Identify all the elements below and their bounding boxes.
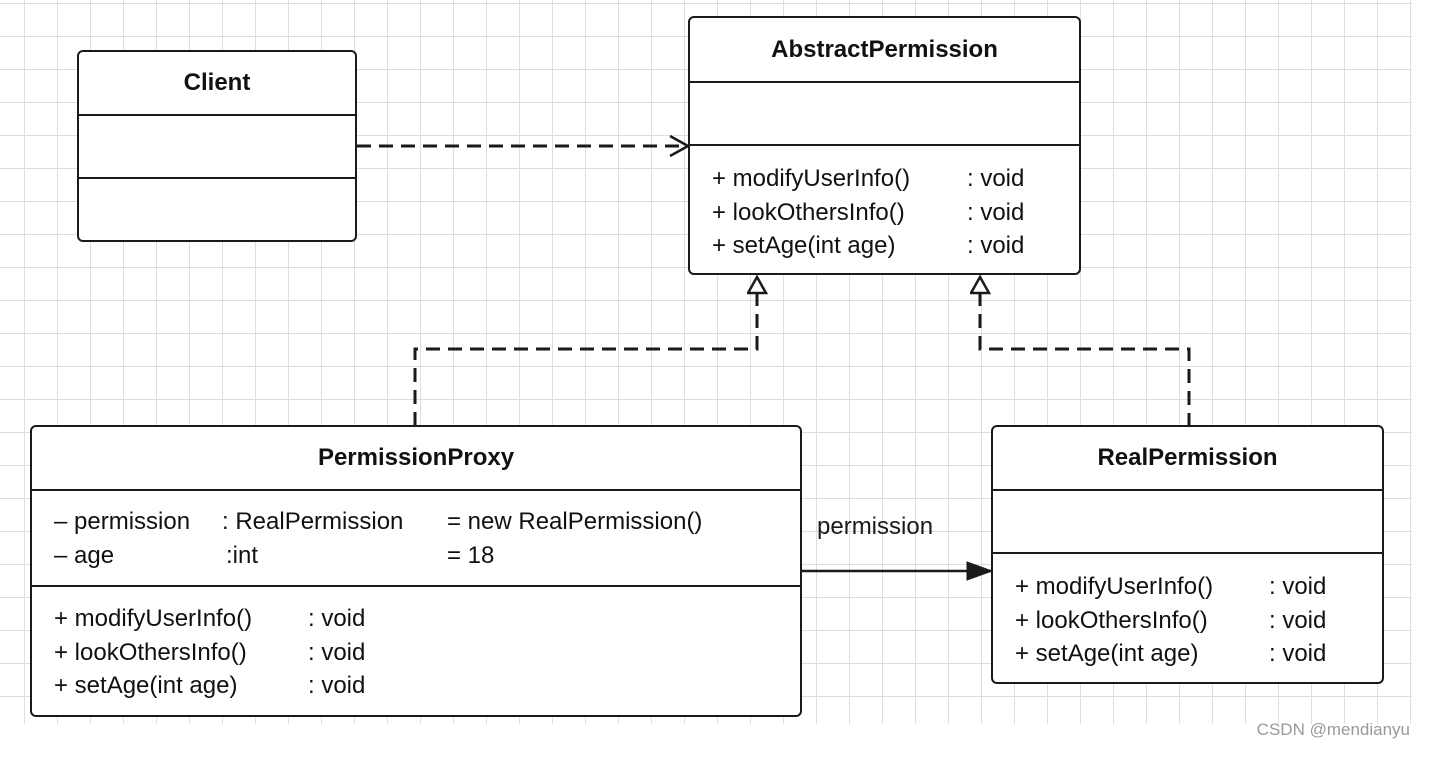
- method-signature: + setAge(int age): [54, 672, 238, 699]
- watermark-text: CSDN @mendianyu: [1256, 720, 1410, 739]
- class-name: Client: [79, 52, 355, 116]
- class-real-permission[interactable]: RealPermission + modifyUserInfo() : void…: [991, 425, 1384, 684]
- method-signature: + lookOthersInfo(): [1015, 606, 1208, 634]
- method-return-type: : void: [308, 605, 366, 632]
- realization-proxy-to-abstractpermission: [413, 277, 757, 426]
- method-row: + setAge(int age) : void: [993, 637, 1382, 671]
- method-signature: + modifyUserInfo(): [712, 165, 911, 192]
- method-signature: + lookOthersInfo(): [712, 198, 905, 226]
- method-signature: + modifyUserInfo(): [1015, 573, 1214, 600]
- class-permission-proxy[interactable]: PermissionProxy – permission : RealPermi…: [30, 425, 802, 717]
- method-return-type: : void: [308, 638, 366, 666]
- method-row: + setAge(int age) : void: [32, 669, 800, 703]
- attribute-row: – age :int = 18: [32, 539, 800, 573]
- methods-section: + modifyUserInfo() : void + lookOthersIn…: [993, 554, 1382, 671]
- method-row: + lookOthersInfo() : void: [32, 636, 800, 670]
- realization-real-to-abstractpermission: [980, 277, 1191, 427]
- attribute-name: – permission: [54, 508, 191, 535]
- attribute-type: : RealPermission: [222, 508, 404, 535]
- method-return-type: : void: [1269, 606, 1327, 634]
- method-row: + lookOthersInfo() : void: [993, 604, 1382, 638]
- attributes-section: – permission : RealPermission = new Real…: [32, 491, 800, 587]
- method-signature: + setAge(int age): [712, 232, 896, 259]
- methods-section: [79, 179, 355, 239]
- attribute-default: = 18: [447, 541, 495, 569]
- association-label: permission: [817, 513, 934, 540]
- attribute-row: – permission : RealPermission = new Real…: [32, 505, 800, 539]
- attribute-name: – age: [54, 541, 115, 569]
- class-client[interactable]: Client: [77, 50, 357, 242]
- method-signature: + setAge(int age): [1015, 640, 1199, 667]
- class-abstract-permission[interactable]: AbstractPermission + modifyUserInfo() : …: [688, 16, 1081, 275]
- method-return-type: : void: [308, 672, 366, 699]
- method-return-type: : void: [1269, 573, 1327, 600]
- method-return-type: : void: [967, 198, 1025, 226]
- attributes-section: [993, 491, 1382, 554]
- attribute-type: :int: [226, 541, 259, 569]
- attribute-default: = new RealPermission(): [447, 508, 703, 535]
- method-signature: + lookOthersInfo(): [54, 638, 247, 666]
- method-row: + lookOthersInfo() : void: [690, 196, 1079, 230]
- method-return-type: : void: [967, 232, 1025, 259]
- methods-section: + modifyUserInfo() : void + lookOthersIn…: [32, 587, 800, 703]
- method-row: + modifyUserInfo() : void: [690, 162, 1079, 196]
- class-name: PermissionProxy: [32, 427, 800, 491]
- method-return-type: : void: [967, 165, 1025, 192]
- method-row: + modifyUserInfo() : void: [32, 602, 800, 636]
- attributes-section: [79, 116, 355, 179]
- class-name: RealPermission: [993, 427, 1382, 491]
- method-row: + setAge(int age) : void: [690, 229, 1079, 263]
- attributes-section: [690, 83, 1079, 146]
- methods-section: + modifyUserInfo() : void + lookOthersIn…: [690, 146, 1079, 263]
- method-row: + modifyUserInfo() : void: [993, 570, 1382, 604]
- class-name: AbstractPermission: [690, 18, 1079, 83]
- method-signature: + modifyUserInfo(): [54, 605, 253, 632]
- method-return-type: : void: [1269, 640, 1327, 667]
